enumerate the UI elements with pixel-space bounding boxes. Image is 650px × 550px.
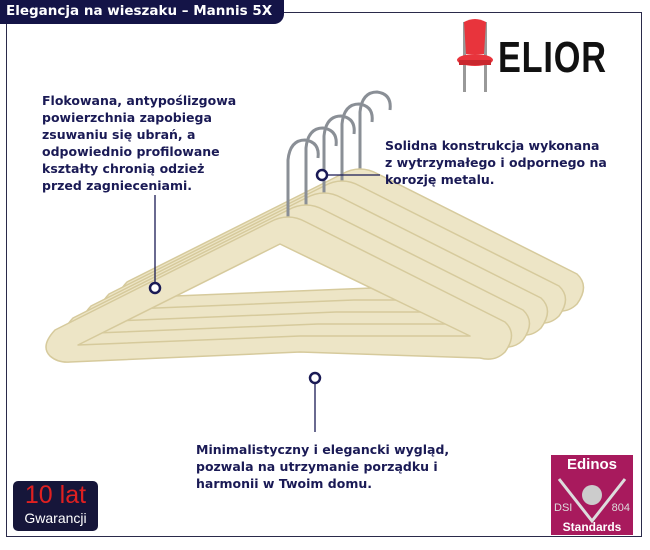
certificate-number: 804 (611, 502, 630, 514)
certificate-badge: Edinos DSI 804 Standards (551, 455, 633, 535)
certificate-v-icon (557, 478, 627, 524)
callout-left-text: Flokowana, antypoślizgowa powierzchnia z… (42, 93, 237, 193)
flocked-hanger-body (45, 216, 513, 363)
callout-dot-bottom (308, 371, 322, 385)
certificate-name: Edinos (566, 456, 617, 473)
callout-dot-left (148, 281, 162, 295)
metal-hook (286, 138, 320, 218)
page-title: Elegancja na wieszaku – Mannis 5X (0, 0, 285, 24)
brand-logo: ELIOR (498, 33, 607, 82)
warranty-badge: 10 lat Gwarancji (13, 481, 98, 531)
content-frame (6, 13, 642, 537)
warranty-years: 10 lat (24, 481, 87, 509)
hanger (45, 138, 513, 363)
callout-right-text: Solidna konstrukcja wykonana z wytrzymał… (385, 138, 607, 187)
certificate-dsi: DSI (554, 502, 573, 514)
callout-dot-right (315, 168, 329, 182)
warranty-label: Gwarancji (24, 510, 87, 526)
callout-bottom-text: Minimalistyczny i elegancki wygląd, pozw… (196, 442, 450, 491)
certificate-standards: Standards (562, 520, 622, 534)
chair-logo-icon (457, 19, 493, 92)
frame-top-line (270, 12, 642, 13)
